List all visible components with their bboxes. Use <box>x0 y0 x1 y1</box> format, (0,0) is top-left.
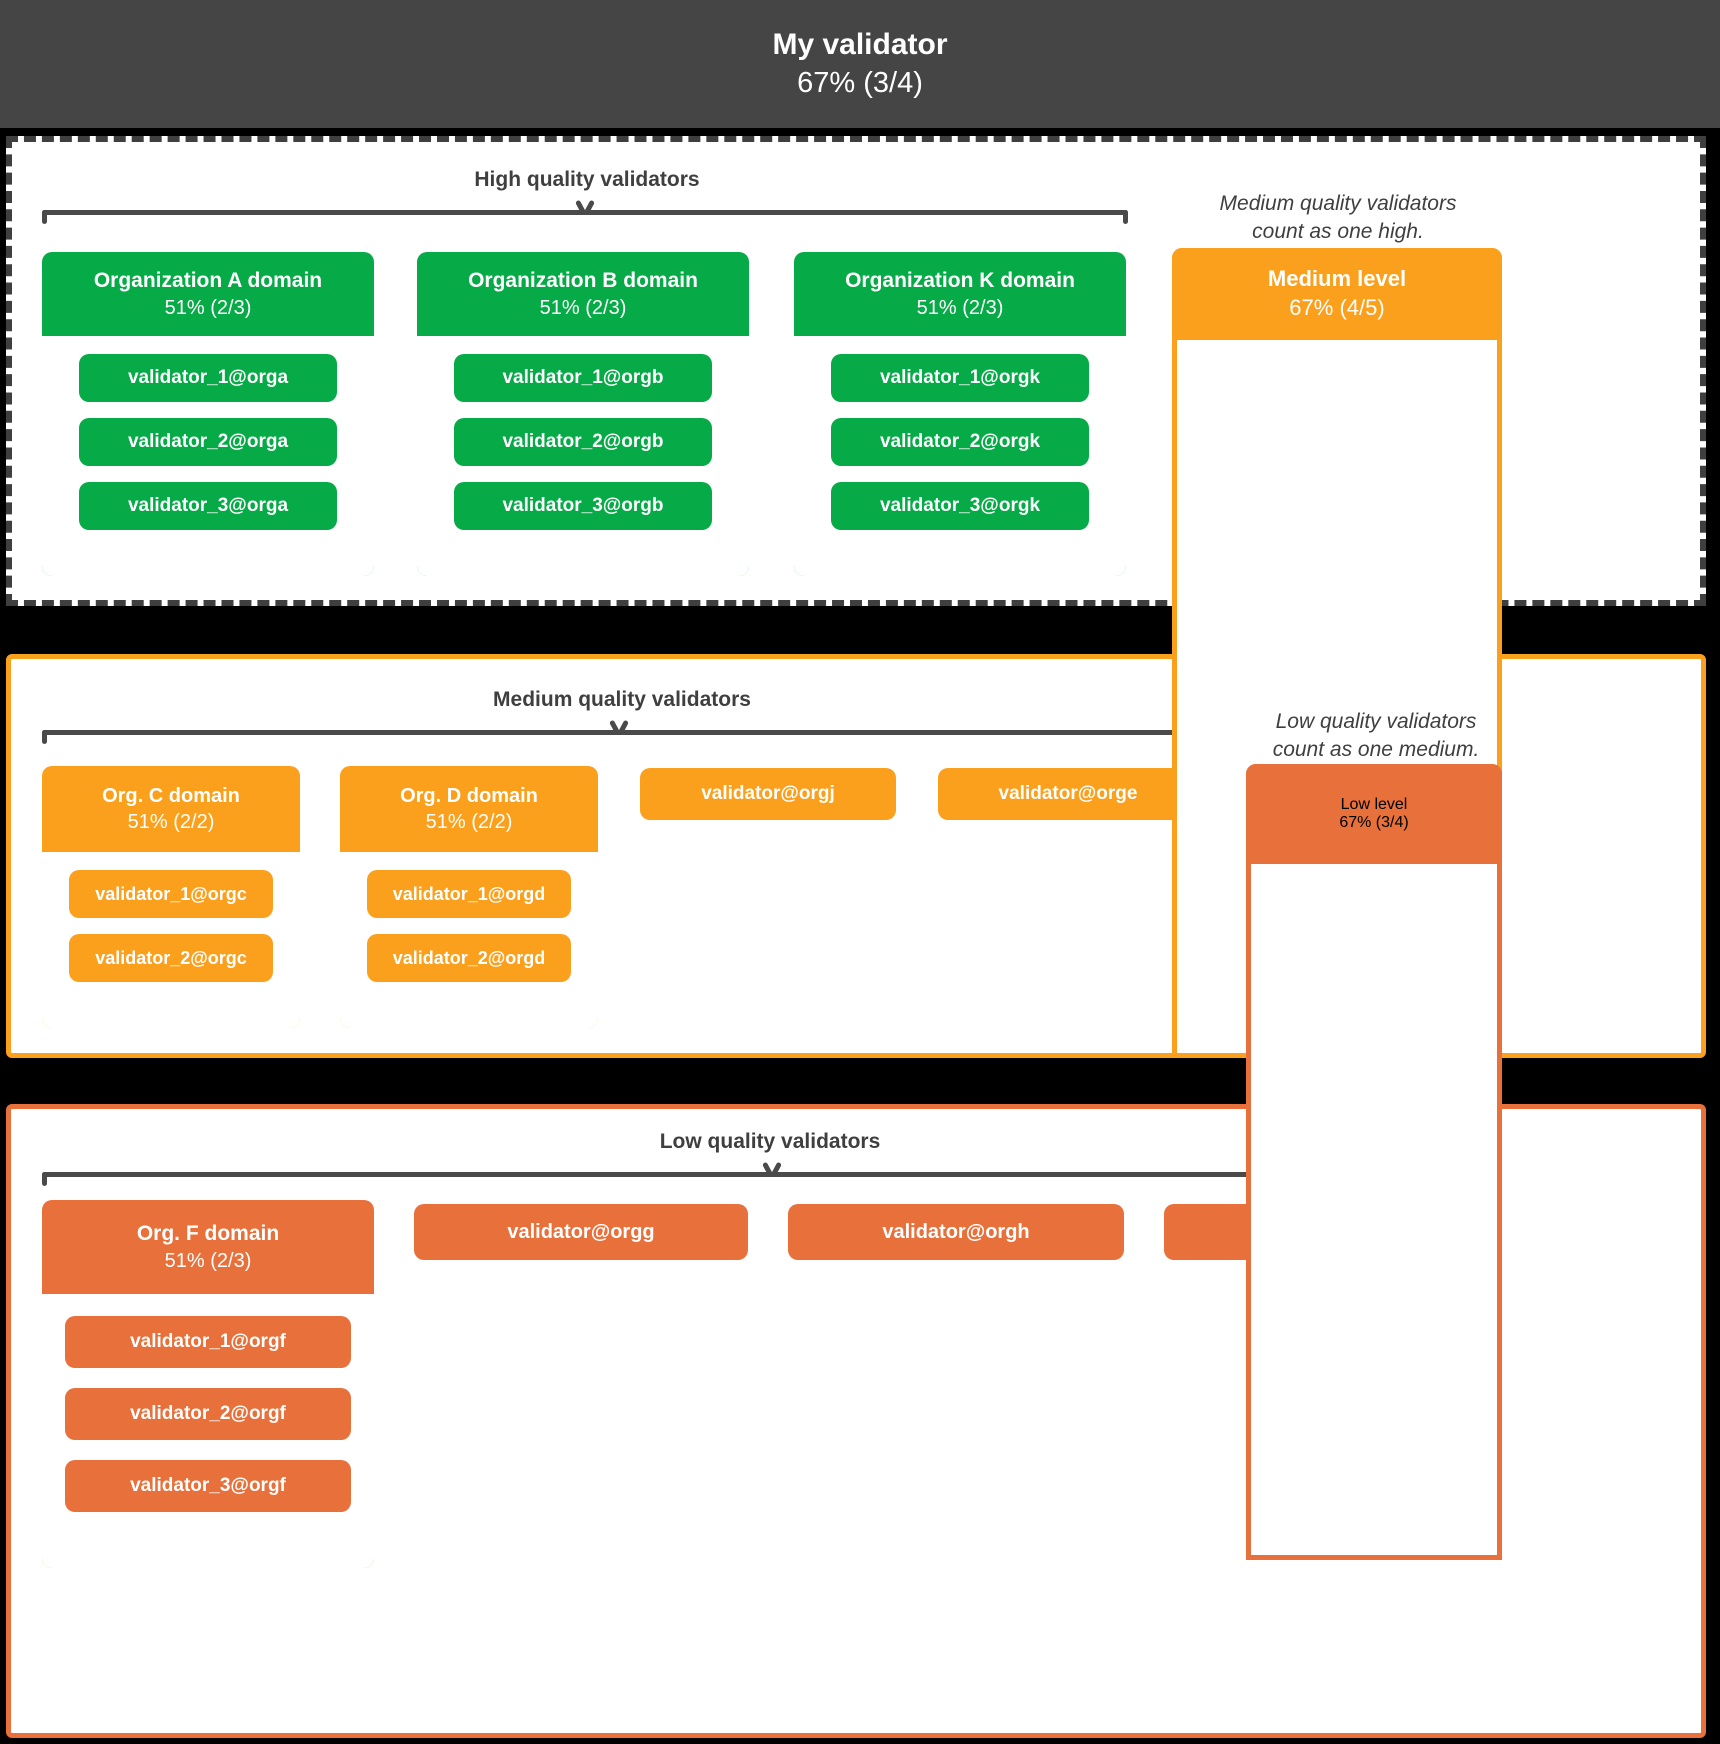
org-card[interactable]: Organization B domain 51% (2/3) validato… <box>417 252 749 576</box>
medium-level-title: Medium level <box>1267 266 1407 292</box>
org-card[interactable]: Org. D domain 51% (2/2) validator_1@orgd… <box>340 766 598 1028</box>
high-section-caption: High quality validators <box>474 168 700 191</box>
validator-pill[interactable]: validator@orgj <box>640 768 896 820</box>
page-score: 67% (3/4) <box>797 66 923 99</box>
medium-section-brace <box>42 718 1196 744</box>
org-score: 51% (2/2) <box>127 811 215 833</box>
org-validator-list: validator_1@orgd validator_2@orgd <box>340 852 598 1028</box>
org-score: 51% (2/3) <box>164 296 252 319</box>
validator-pill[interactable]: validator_1@orgc <box>69 870 273 918</box>
org-name: Org. D domain <box>400 785 538 807</box>
validator-pill[interactable]: validator_2@orgk <box>831 418 1089 466</box>
org-validator-list: validator_1@orgc validator_2@orgc <box>42 852 300 1028</box>
medium-level-header: Medium level 67% (4/5) <box>1172 248 1502 340</box>
org-validator-list: validator_1@orgf validator_2@orgf valida… <box>42 1294 374 1568</box>
org-validator-list: validator_1@orga validator_2@orga valida… <box>42 336 374 576</box>
validator-pill[interactable]: validator_3@orgb <box>454 482 712 530</box>
org-score: 51% (2/3) <box>539 296 627 319</box>
org-card-header: Org. F domain 51% (2/3) <box>42 1200 374 1294</box>
org-card-header: Organization K domain 51% (2/3) <box>794 252 1126 336</box>
validator-pill[interactable]: validator_1@orga <box>79 354 337 402</box>
page-header: My validator 67% (3/4) <box>0 0 1720 128</box>
org-name: Organization B domain <box>468 269 698 293</box>
low-level-score: 67% (3/4) <box>1339 814 1409 831</box>
org-card-header: Org. D domain 51% (2/2) <box>340 766 598 852</box>
medium-section-note: Low quality validators count as one medi… <box>1272 710 1480 762</box>
org-validator-list: validator_1@orgk validator_2@orgk valida… <box>794 336 1126 576</box>
org-validator-list: validator_1@orgb validator_2@orgb valida… <box>417 336 749 576</box>
low-level-title: Low level <box>1340 796 1408 813</box>
org-name: Organization A domain <box>93 269 323 293</box>
validator-pill[interactable]: validator_3@orga <box>79 482 337 530</box>
org-card[interactable]: Organization K domain 51% (2/3) validato… <box>794 252 1126 576</box>
org-score: 51% (2/3) <box>164 1249 252 1272</box>
org-card[interactable]: Org. C domain 51% (2/2) validator_1@orgc… <box>42 766 300 1028</box>
validator-pill[interactable]: validator_2@orgd <box>367 934 571 982</box>
org-name: Org. C domain <box>102 785 240 807</box>
validator-pill[interactable]: validator@orgg <box>414 1204 748 1260</box>
org-score: 51% (2/3) <box>916 296 1004 319</box>
validator-pill[interactable]: validator_1@orgk <box>831 354 1089 402</box>
validator-pill[interactable]: validator_2@orga <box>79 418 337 466</box>
validator-pill[interactable]: validator@orge <box>938 768 1198 820</box>
validator-pill[interactable]: validator_3@orgf <box>65 1460 351 1512</box>
validator-pill[interactable]: validator@orgh <box>788 1204 1124 1260</box>
validator-pill[interactable]: validator_1@orgb <box>454 354 712 402</box>
org-card-header: Organization B domain 51% (2/3) <box>417 252 749 336</box>
high-section-brace <box>42 198 1128 224</box>
medium-level-score: 67% (4/5) <box>1289 295 1385 320</box>
medium-section-caption: Medium quality validators <box>493 688 751 711</box>
page-title: My validator <box>772 28 948 62</box>
validator-pill[interactable]: validator_2@orgc <box>69 934 273 982</box>
validator-pill[interactable]: validator_2@orgb <box>454 418 712 466</box>
low-section-caption: Low quality validators <box>659 1130 881 1153</box>
validator-pill[interactable]: validator_1@orgd <box>367 870 571 918</box>
org-card[interactable]: Org. F domain 51% (2/3) validator_1@orgf… <box>42 1200 374 1568</box>
low-level-box[interactable]: Low level 67% (3/4) <box>1246 764 1502 1560</box>
high-section-note: Medium quality validators count as one h… <box>1219 192 1457 244</box>
org-card-header: Organization A domain 51% (2/3) <box>42 252 374 336</box>
validator-pill[interactable]: validator_2@orgf <box>65 1388 351 1440</box>
validator-pill[interactable]: validator_1@orgf <box>65 1316 351 1368</box>
org-name: Organization K domain <box>845 269 1075 293</box>
low-level-header: Low level 67% (3/4) <box>1246 764 1502 864</box>
org-name: Org. F domain <box>136 1222 280 1246</box>
validator-pill[interactable]: validator_3@orgk <box>831 482 1089 530</box>
org-card[interactable]: Organization A domain 51% (2/3) validato… <box>42 252 374 576</box>
org-score: 51% (2/2) <box>425 811 513 833</box>
org-card-header: Org. C domain 51% (2/2) <box>42 766 300 852</box>
